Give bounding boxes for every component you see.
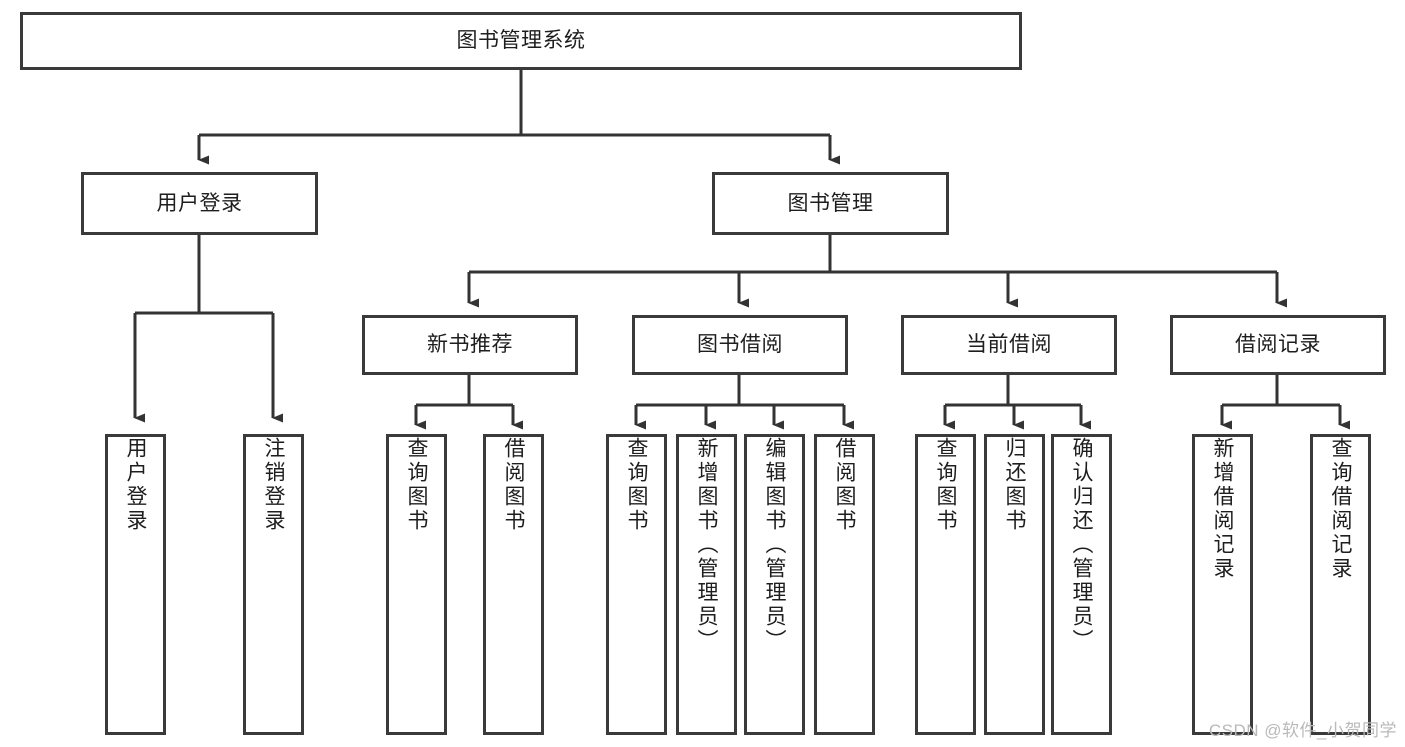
leaf-query-book-current[interactable]: 查询图书 (915, 434, 976, 735)
node-label: 图书管理 (787, 191, 874, 215)
node-new-book-recommend[interactable]: 新书推荐 (362, 315, 578, 375)
leaf-borrow-book-newbook[interactable]: 借阅图书 (483, 434, 544, 735)
leaf-borrow-book[interactable]: 借阅图书 (814, 434, 875, 735)
node-label: 借阅图书 (833, 437, 856, 533)
node-label: 借阅图书 (502, 437, 525, 533)
csdn-watermark: CSDN @软件_小贺同学 (1208, 721, 1397, 740)
node-label: 注销登录 (262, 437, 285, 533)
node-book-borrow[interactable]: 图书借阅 (632, 315, 848, 375)
node-label: 查询图书 (405, 437, 428, 533)
node-label: 新增借阅记录 (1211, 437, 1234, 581)
leaf-logout[interactable]: 注销登录 (243, 434, 304, 735)
node-label: 借阅记录 (1235, 333, 1321, 357)
node-user-login[interactable]: 用户登录 (81, 172, 318, 235)
leaf-edit-book-admin[interactable]: 编辑图书（管理员） (744, 434, 805, 735)
node-label: 查询借阅记录 (1329, 437, 1352, 581)
node-label: 用户登录 (124, 437, 147, 533)
node-label: 查询图书 (625, 437, 648, 533)
node-label: 归还图书 (1003, 437, 1026, 533)
leaf-query-book-newbook[interactable]: 查询图书 (386, 434, 447, 735)
node-root-system[interactable]: 图书管理系统 (20, 12, 1022, 70)
node-label: 当前借阅 (966, 333, 1052, 357)
node-book-management[interactable]: 图书管理 (712, 172, 949, 235)
leaf-confirm-return-admin[interactable]: 确认归还（管理员） (1051, 434, 1112, 735)
node-label: 图书借阅 (697, 333, 783, 357)
node-label: 新增图书（管理员） (695, 437, 718, 653)
node-label: 用户登录 (156, 191, 243, 215)
node-label: 图书管理系统 (456, 29, 586, 53)
node-label: 查询图书 (934, 437, 957, 533)
leaf-add-book-admin[interactable]: 新增图书（管理员） (676, 434, 737, 735)
node-label: 新书推荐 (427, 333, 513, 357)
leaf-return-book[interactable]: 归还图书 (984, 434, 1045, 735)
leaf-query-book-borrow[interactable]: 查询图书 (606, 434, 667, 735)
node-label: 确认归还（管理员） (1070, 437, 1093, 653)
leaf-add-borrow-record[interactable]: 新增借阅记录 (1192, 434, 1253, 735)
leaf-user-login[interactable]: 用户登录 (105, 434, 166, 735)
node-current-borrow[interactable]: 当前借阅 (901, 315, 1117, 375)
node-label: 编辑图书（管理员） (763, 437, 786, 653)
leaf-query-borrow-record[interactable]: 查询借阅记录 (1310, 434, 1371, 735)
node-borrow-records[interactable]: 借阅记录 (1170, 315, 1386, 375)
